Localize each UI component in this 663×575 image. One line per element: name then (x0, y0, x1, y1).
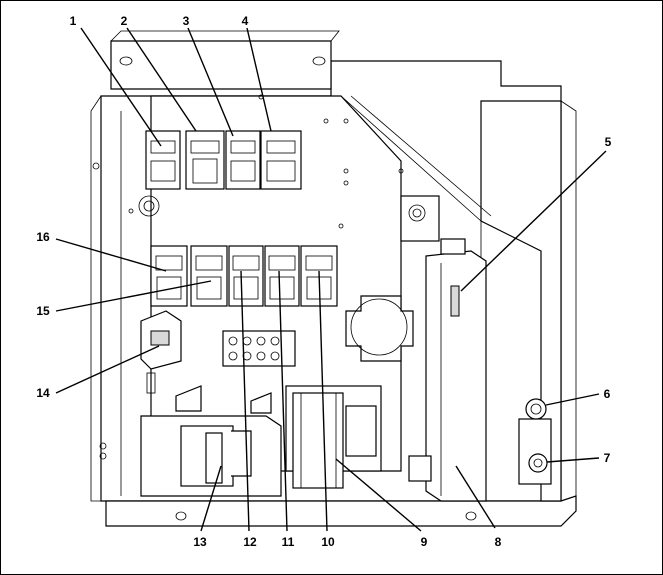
lower-relays (150, 245, 338, 307)
callout-2: 2 (121, 14, 128, 28)
component-8 (408, 238, 487, 502)
component-14 (140, 310, 182, 394)
callout-6: 6 (604, 387, 611, 401)
callout-10: 10 (321, 535, 335, 549)
callout-3: 3 (183, 14, 190, 28)
terminal-block (222, 330, 296, 367)
mounting-tab (400, 195, 440, 242)
leader-lines (55, 27, 607, 532)
round-cutout (345, 295, 414, 362)
callout-4: 4 (242, 14, 249, 28)
callout-9: 9 (421, 535, 428, 549)
upper-relays (145, 130, 302, 190)
components-6-7 (518, 398, 552, 485)
callout-15: 15 (36, 304, 50, 318)
callout-7: 7 (604, 451, 611, 465)
callout-5: 5 (605, 135, 612, 149)
callout-12: 12 (243, 535, 257, 549)
callout-14: 14 (36, 386, 50, 400)
transformer (285, 385, 382, 489)
callout-11: 11 (282, 535, 295, 549)
callout-8: 8 (495, 535, 502, 549)
callout-labels: 1 2 3 4 5 6 7 8 9 10 11 12 13 14 15 16 (36, 14, 611, 549)
callout-1: 1 (70, 14, 77, 28)
callout-13: 13 (193, 535, 207, 549)
callout-16: 16 (36, 230, 50, 244)
mounting-dots (128, 94, 404, 229)
